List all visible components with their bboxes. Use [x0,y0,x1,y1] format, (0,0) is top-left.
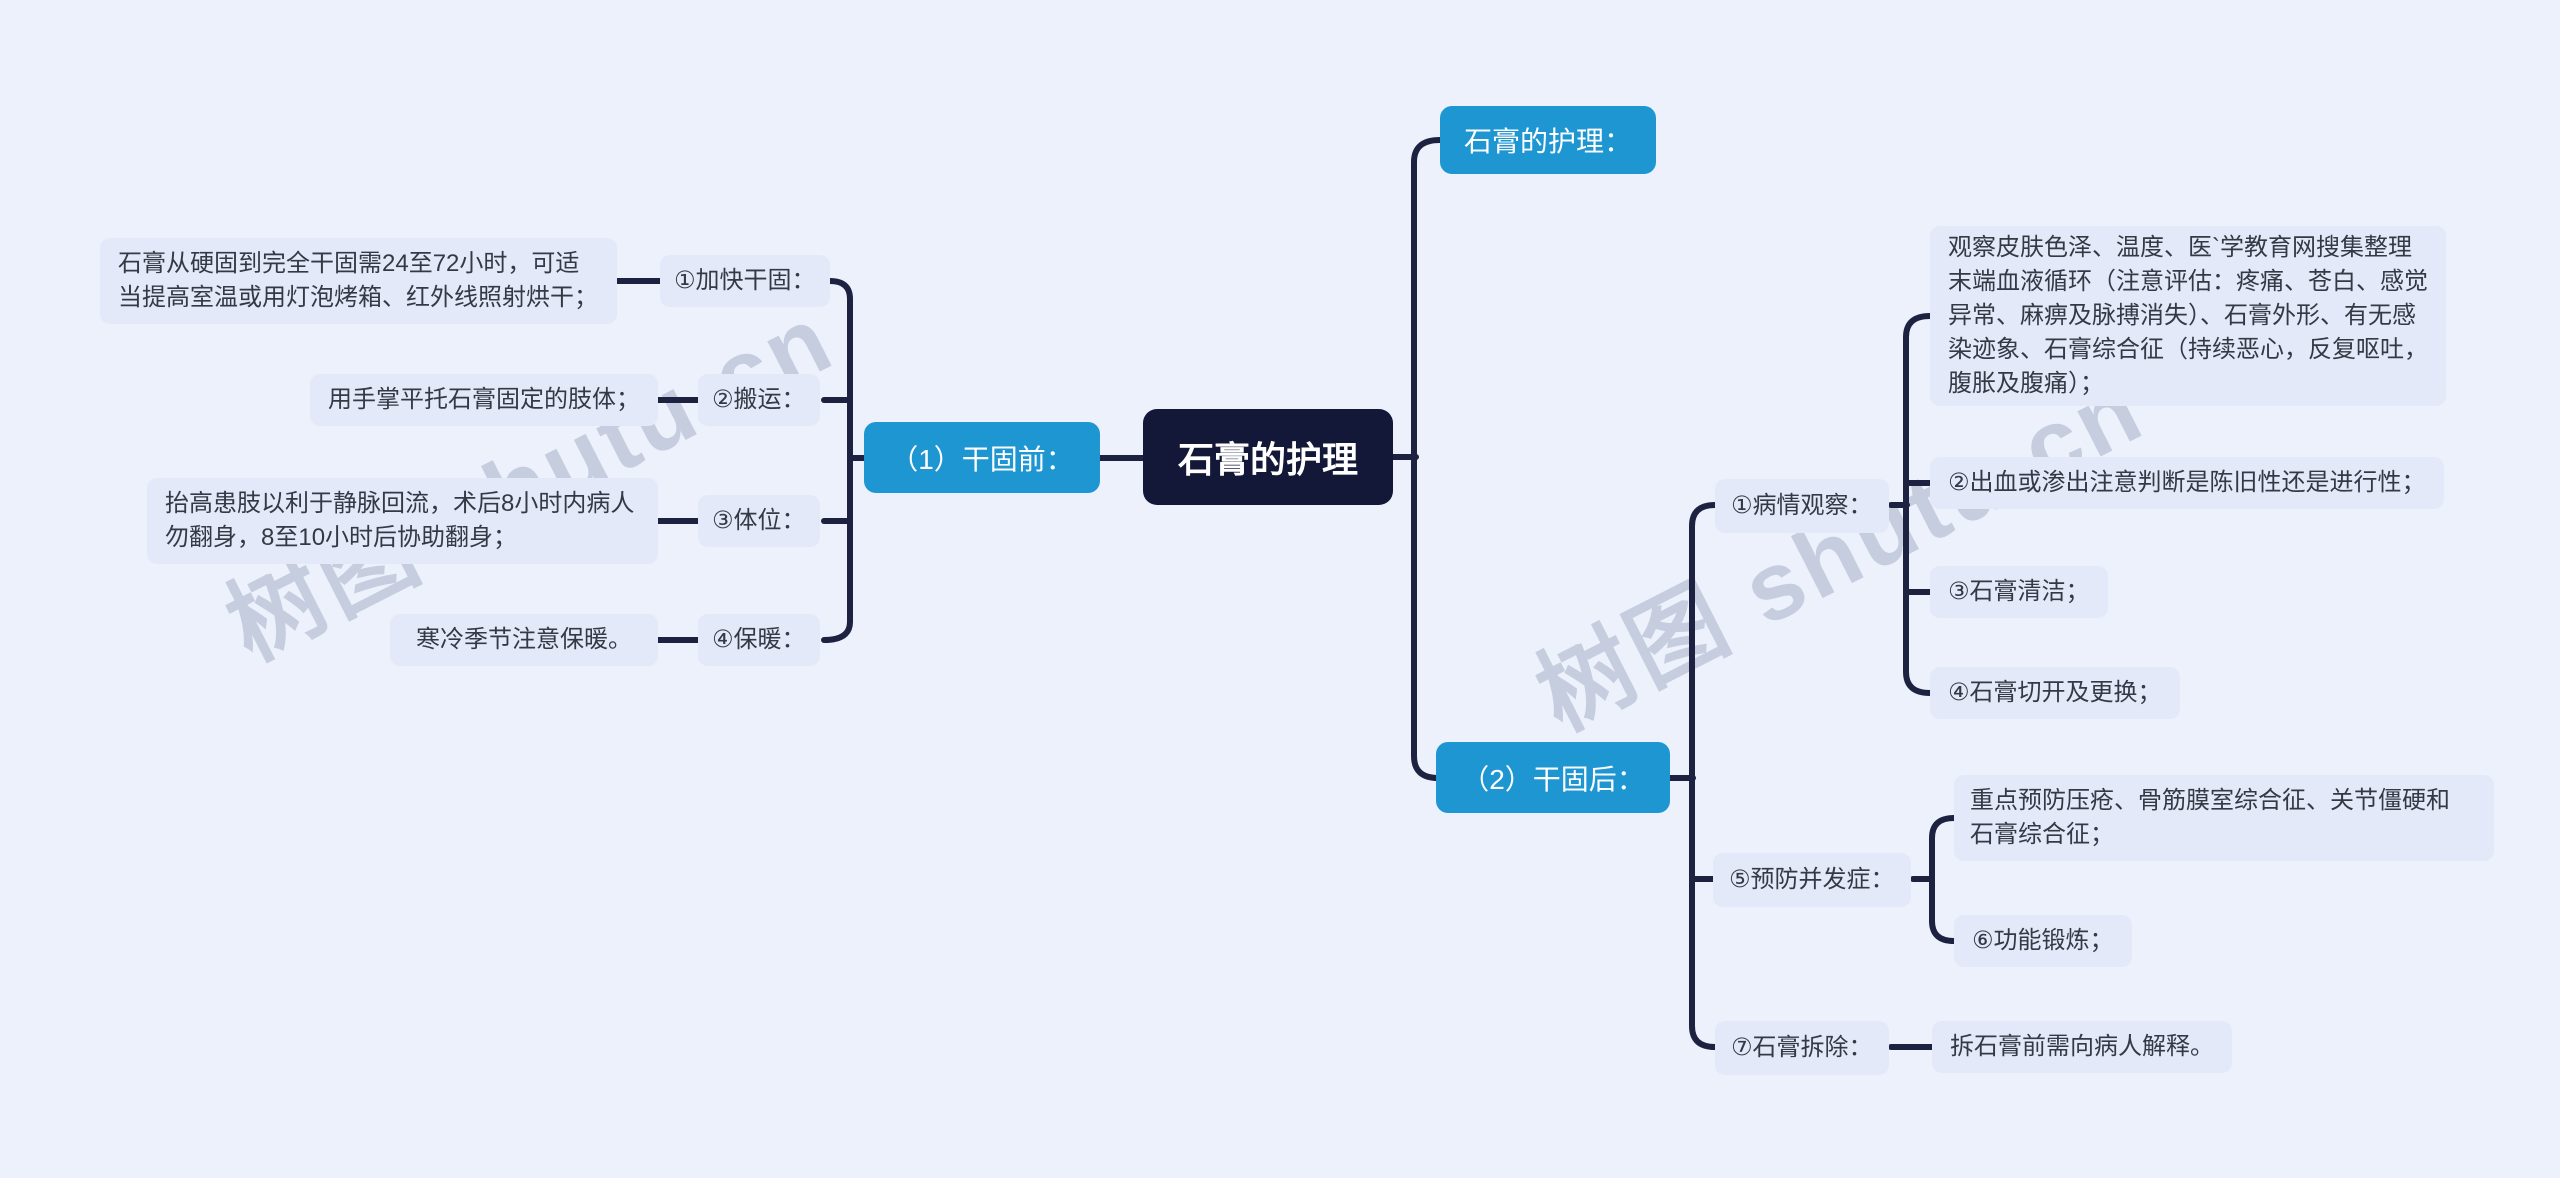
root-topic-plaster-care[interactable]: 石膏的护理 [1143,409,1393,505]
label-warmth[interactable]: ④保暖： [698,614,820,666]
note-removal-explain[interactable]: 拆石膏前需向病人解释。 [1932,1021,2232,1073]
note-observation-detail[interactable]: 观察皮肤色泽、温度、医`学教育网搜集整理 末端血液循环（注意评估：疼痛、苍白、感… [1930,226,2446,406]
branch-after-drying[interactable]: （2）干固后： [1436,742,1670,813]
note-position-detail[interactable]: 抬高患肢以利于静脉回流，术后8小时内病人 勿翻身，8至10小时后协助翻身； [147,478,658,564]
connector-left-bracket [821,278,853,643]
note-transport-detail[interactable]: 用手掌平托石膏固定的肢体； [310,374,658,426]
connector-trunkB [1903,313,1933,696]
connector-bracketC [1929,815,1957,944]
label-speed-drying[interactable]: ①加快干固： [660,255,830,307]
label-position[interactable]: ③体位： [698,495,820,547]
note-cast-cut-replace[interactable]: ④石膏切开及更换； [1930,667,2180,719]
note-cast-cleaning[interactable]: ③石膏清洁； [1930,566,2108,618]
note-function-exercise[interactable]: ⑥功能锻炼； [1954,915,2132,967]
label-condition-observation[interactable]: ①病情观察： [1715,479,1889,533]
branch-before-drying[interactable]: （1）干固前： [864,422,1100,493]
label-prevent-complications[interactable]: ⑤预防并发症： [1713,853,1911,907]
topic-plaster-care-note[interactable]: 石膏的护理： [1440,106,1657,174]
note-bleeding-judgement[interactable]: ②出血或渗出注意判断是陈旧性还是进行性； [1930,457,2444,509]
label-transport[interactable]: ②搬运： [698,374,820,426]
connector-trunkA [1689,502,1718,1050]
note-speed-drying-detail[interactable]: 石膏从硬固到完全干固需24至72小时，可适 当提高室温或用灯泡烤箱、红外线照射烘… [100,238,617,324]
note-prevent-detail[interactable]: 重点预防压疮、骨筋膜室综合征、关节僵硬和 石膏综合征； [1954,775,2494,861]
connector-right-trunk [1411,137,1443,781]
label-cast-removal[interactable]: ⑦石膏拆除： [1715,1021,1889,1075]
note-warmth-detail[interactable]: 寒冷季节注意保暖。 [390,614,658,666]
